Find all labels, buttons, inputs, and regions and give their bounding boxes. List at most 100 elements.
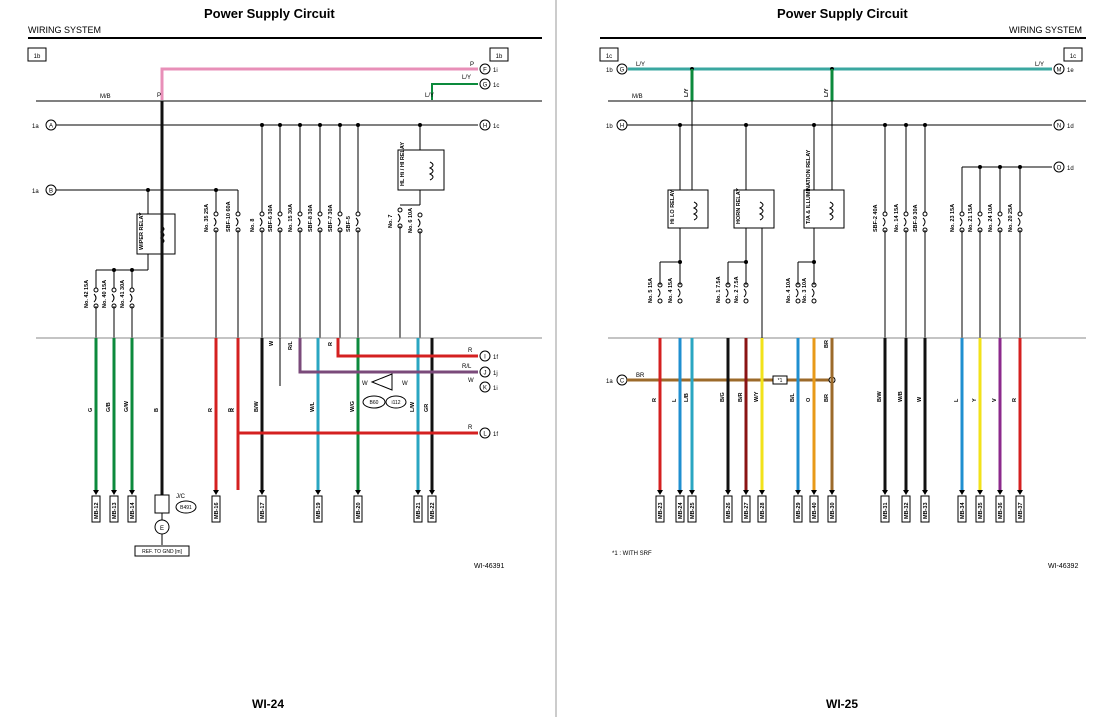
fuse-label: No. 35 25A bbox=[204, 204, 210, 232]
fuse-pin bbox=[317, 211, 323, 217]
fuse-label: No. 42 15A bbox=[84, 280, 90, 308]
note-ref: REF. TO GND [m] bbox=[142, 549, 182, 555]
wire-red-l bbox=[236, 338, 478, 435]
relay-coil-icon bbox=[159, 225, 165, 245]
connector-f bbox=[479, 63, 491, 75]
fuse-pin bbox=[903, 211, 909, 217]
fuse-pin bbox=[882, 211, 888, 217]
terminal-box bbox=[901, 495, 911, 523]
left-section-tag-right bbox=[489, 47, 509, 62]
left-page-title: Power Supply Circuit bbox=[204, 6, 335, 21]
conn-1i-2: 1i bbox=[493, 386, 498, 392]
wire-color-label: B/W bbox=[254, 401, 260, 413]
wire-label-ly2: L/Y bbox=[1035, 62, 1044, 68]
connector-m bbox=[1053, 63, 1065, 75]
conn-1e: 1e bbox=[1067, 68, 1074, 74]
right-page-number: WI-25 bbox=[826, 697, 859, 711]
connector-a-letter: A bbox=[49, 124, 53, 130]
wire-color-label: B/W bbox=[877, 391, 883, 403]
wire-color-label: B/G bbox=[720, 392, 726, 402]
connector-ring bbox=[175, 500, 197, 514]
ta-relay-label: T/A & ILLUMINATION RELAY bbox=[806, 149, 812, 224]
connector-ring bbox=[385, 395, 407, 409]
fuse-label: No. 3 10A bbox=[802, 278, 808, 303]
fuse-pin bbox=[811, 298, 817, 304]
wire-label-mb: M/B bbox=[100, 94, 111, 100]
left-section-tag-text: 1b bbox=[34, 54, 41, 60]
fuse-icon bbox=[297, 217, 301, 227]
footnote: *1 : WITH SRF bbox=[612, 551, 652, 557]
terminal-label: MB-21 bbox=[416, 502, 422, 519]
connector-ring bbox=[362, 395, 386, 409]
terminal-box bbox=[211, 495, 221, 523]
terminal-box bbox=[1015, 495, 1025, 523]
right-section-tag-right-text: 1c bbox=[1070, 54, 1076, 60]
wire-color-label: V bbox=[992, 398, 998, 402]
fuse-icon bbox=[397, 213, 401, 223]
terminal-arrow-icon bbox=[903, 490, 909, 495]
fuse-pin bbox=[743, 298, 749, 304]
terminal-label: MB-28 bbox=[760, 502, 766, 519]
conn-1d: 1d bbox=[1067, 124, 1074, 130]
terminal-label: MB-35 bbox=[978, 502, 984, 519]
terminal-arrow-icon bbox=[977, 490, 983, 495]
fuse-icon bbox=[235, 217, 239, 227]
wire-color-label: BR bbox=[824, 394, 830, 402]
terminal-label: MB-20 bbox=[356, 502, 362, 519]
wire-color-label: R bbox=[230, 408, 236, 412]
fuse-pin bbox=[213, 211, 219, 217]
fuse-label: SBF-9 30A bbox=[913, 204, 919, 232]
wire-label-rl: R/L bbox=[462, 364, 472, 370]
wire-label: L/Y bbox=[824, 88, 830, 97]
fuse-pin bbox=[677, 298, 683, 304]
terminal-label: MB-27 bbox=[744, 502, 750, 519]
terminal-label: MB-37 bbox=[1018, 502, 1024, 519]
conn-1a: 1a bbox=[606, 379, 613, 385]
terminal-label: MB-34 bbox=[960, 502, 966, 519]
conn-1c: 1c bbox=[493, 83, 499, 89]
fuse-label: SBF-5 bbox=[346, 216, 352, 232]
terminal-arrow-icon bbox=[429, 490, 435, 495]
connector-i bbox=[479, 350, 491, 362]
terminal-box bbox=[413, 495, 423, 523]
hi-lo-relay bbox=[667, 189, 709, 229]
horn-relay-label: HORN RELAY bbox=[736, 188, 742, 224]
connector-h-letter: H bbox=[483, 124, 487, 130]
fuse-label: No. 5 15A bbox=[648, 278, 654, 303]
fuse-pin bbox=[725, 298, 731, 304]
terminal-arrow-icon bbox=[129, 490, 135, 495]
wire-color-label: R bbox=[1012, 398, 1018, 402]
fuse-icon bbox=[743, 288, 747, 298]
terminal-arrow-icon bbox=[829, 490, 835, 495]
right-page-title: Power Supply Circuit bbox=[777, 6, 908, 21]
terminal-box bbox=[757, 495, 767, 523]
note-jc: J/C bbox=[176, 494, 186, 500]
terminal-arrow-icon bbox=[111, 490, 117, 495]
fuse-label: No. 24 10A bbox=[988, 204, 994, 232]
terminal-arrow-icon bbox=[922, 490, 928, 495]
ta-relay bbox=[803, 189, 845, 229]
fuse-icon bbox=[811, 288, 815, 298]
fuse-icon bbox=[213, 217, 217, 227]
note-w2: W bbox=[402, 381, 408, 387]
connector-g bbox=[479, 78, 491, 90]
terminal-arrow-icon bbox=[882, 490, 888, 495]
shield-icon bbox=[370, 373, 393, 391]
fuse-icon bbox=[111, 293, 115, 303]
note-b491: B491 bbox=[180, 505, 192, 511]
terminal-box bbox=[353, 495, 363, 523]
relay-coil-icon bbox=[692, 201, 698, 221]
terminal-arrow-icon bbox=[997, 490, 1003, 495]
fuse-label: No. 7 bbox=[388, 215, 394, 228]
fuse-icon bbox=[317, 217, 321, 227]
horn-relay bbox=[733, 189, 775, 229]
terminal-label: MB-36 bbox=[998, 502, 1004, 519]
wire-color-label: W/Y bbox=[754, 391, 760, 402]
wire-label-ly: L/Y bbox=[462, 75, 471, 81]
right-header: WIRING SYSTEM bbox=[1009, 25, 1083, 35]
fuse-icon bbox=[977, 217, 981, 227]
fuse-label: SBF-6 30A bbox=[268, 204, 274, 232]
wire-color-label: L/B bbox=[684, 393, 690, 402]
wire-color-label: GR bbox=[424, 404, 430, 412]
